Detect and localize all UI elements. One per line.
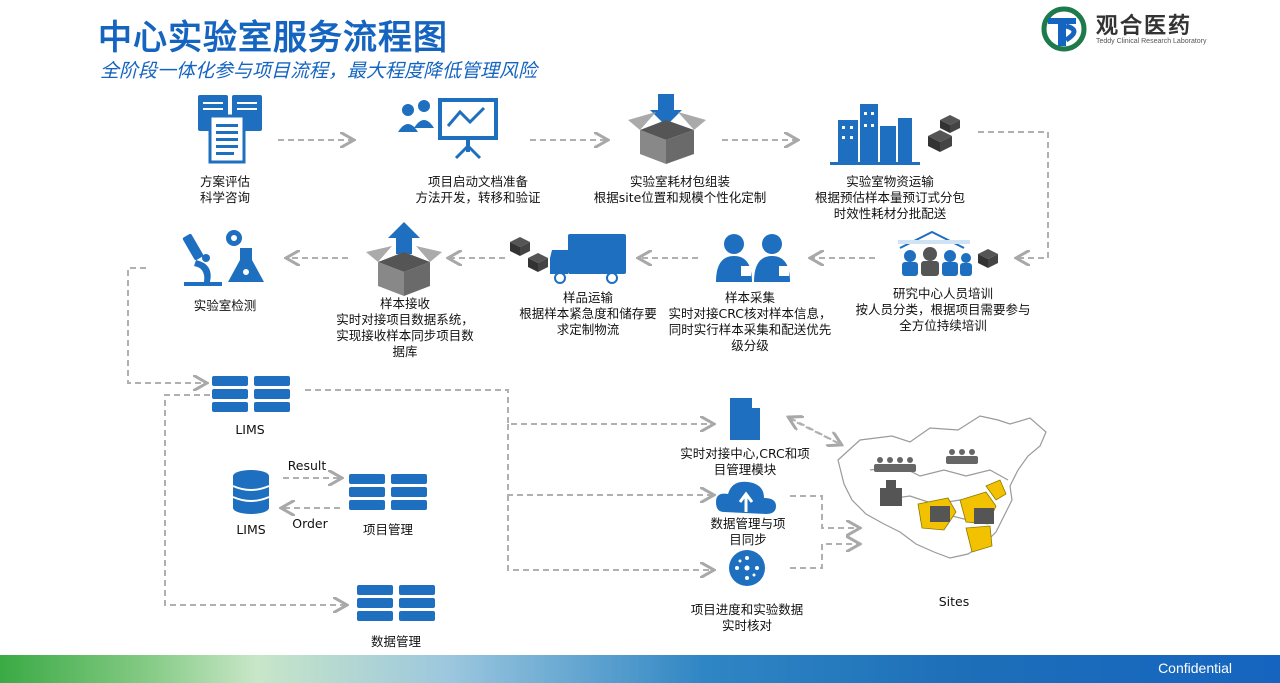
step-8-line4: 据库: [392, 344, 418, 359]
page-subtitle: 全阶段一体化参与项目流程，最大程度降低管理风险: [100, 60, 538, 82]
data-sync-icon: [729, 550, 765, 586]
document-icon: [730, 398, 760, 440]
company-logo: [1038, 6, 1228, 52]
data-mgmt-label: 数据管理: [370, 634, 421, 649]
step-3-line2: 根据site位置和规模个性化定制: [593, 190, 767, 205]
package-icon: [940, 115, 960, 133]
footer-bar: [0, 655, 1280, 683]
documents-icon: [198, 95, 262, 164]
confidential-label: Confidential: [1158, 660, 1232, 676]
server-icon: [357, 585, 435, 621]
arrow-module3-map: [790, 544, 858, 569]
arrow-lims-module1: [305, 389, 712, 424]
arrow-4-5: [978, 131, 1049, 258]
lims-top-label: LIMS: [235, 422, 265, 437]
step-8-line3: 实现接收样本同步项目数: [336, 328, 474, 343]
module-3-line2: 实时核对: [721, 618, 772, 633]
step-6-line3: 同时实行样本采集和配送优先: [668, 322, 832, 337]
module-2-line1: 数据管理与项: [710, 516, 786, 531]
package-icon: [928, 130, 952, 152]
module-1-line1: 实时对接中心,CRC和项: [680, 446, 810, 461]
step-9-line1: 实验室检测: [193, 298, 257, 313]
step-4-label: 实验室物资运输 根据预估样本量预订式分包 时效性耗材分批配送: [790, 174, 990, 222]
microscope-icon: [182, 233, 222, 286]
box-download-icon: [628, 94, 706, 164]
module-2-line2: 目同步: [729, 532, 767, 547]
module-3-label: 项目进度和实验数据 实时核对: [672, 602, 822, 634]
step-7-line1: 样品运输: [562, 290, 613, 305]
step-4-line3: 时效性耗材分批配送: [833, 206, 947, 221]
step-7-line2: 根据样本紧急度和储存要: [519, 306, 657, 321]
server-icon: [349, 474, 427, 510]
buildings-icon: [830, 104, 920, 165]
project-mgmt-label: 项目管理: [362, 522, 413, 537]
map-people-icon: [874, 449, 978, 472]
step-1-label: 方案评估 科学咨询: [160, 174, 290, 206]
package-icon: [528, 253, 548, 272]
flask-icon: [226, 230, 264, 282]
step-5-line1: 研究中心人员培训: [892, 286, 993, 301]
step-6-line4: 级分级: [731, 338, 769, 353]
step-5-line3: 全方位持续培训: [899, 318, 987, 333]
arrow-lims-data: [164, 394, 345, 605]
step-2-label: 项目启动文档准备 方法开发，转移和验证: [378, 174, 578, 206]
logo-name: 观合医药: [1096, 14, 1193, 39]
order-label: Order: [292, 516, 328, 531]
step-1-line2: 科学咨询: [199, 190, 250, 205]
package-icon: [510, 237, 530, 256]
presentation-icon: [398, 98, 498, 160]
step-9-label: 实验室检测: [170, 298, 280, 314]
cloud-upload-icon: [716, 481, 776, 514]
lims-left-label: LIMS: [236, 522, 266, 537]
package-icon: [978, 249, 998, 268]
step-3-label: 实验室耗材包组装 根据site位置和规模个性化定制: [570, 174, 790, 206]
truck-icon: [550, 234, 626, 284]
result-label: Result: [287, 458, 327, 473]
site-hospital-icon: [880, 480, 994, 524]
server-icon: [212, 376, 290, 412]
step-8-line1: 样本接收: [379, 296, 430, 311]
step-1-line1: 方案评估: [199, 174, 250, 189]
module-3-line1: 项目进度和实验数据: [690, 602, 804, 617]
step-3-line1: 实验室耗材包组装: [629, 174, 730, 189]
box-upload-icon: [366, 222, 442, 296]
module-2-label: 数据管理与项 目同步: [690, 516, 806, 548]
step-6-line1: 样本采集: [724, 290, 775, 305]
step-6-label: 样本采集 实时对接CRC核对样本信息， 同时实行样本采集和配送优先 级分级: [660, 290, 840, 354]
staff-icon: [716, 234, 790, 282]
china-map: [837, 415, 1047, 559]
step-5-line2: 按人员分类，根据项目需要参与: [855, 302, 1031, 317]
step-8-label: 样本接收 实时对接项目数据系统， 实现接收样本同步项目数 据库: [320, 296, 490, 360]
step-4-line1: 实验室物资运输: [846, 174, 934, 189]
logo-mark-icon: [1041, 6, 1087, 52]
step-6-line2: 实时对接CRC核对样本信息，: [668, 306, 832, 321]
training-group-icon: [898, 230, 972, 276]
step-8-line2: 实时对接项目数据系统，: [336, 312, 474, 327]
step-7-label: 样品运输 根据样本紧急度和储存要 求定制物流: [508, 290, 668, 338]
module-1-line2: 目管理模块: [713, 462, 777, 477]
module-1-label: 实时对接中心,CRC和项 目管理模块: [670, 446, 820, 478]
step-4-line2: 根据预估样本量预订式分包: [814, 190, 965, 205]
sites-label: Sites: [938, 594, 970, 609]
arrow-module2-map: [790, 495, 858, 528]
step-5-label: 研究中心人员培训 按人员分类，根据项目需要参与 全方位持续培训: [838, 286, 1048, 334]
page-title: 中心实验室服务流程图: [98, 18, 448, 58]
step-7-line3: 求定制物流: [556, 322, 620, 337]
step-2-line1: 项目启动文档准备: [427, 174, 528, 189]
arrow-module1-map: [787, 417, 840, 444]
logo-subtitle: Teddy Clinical Research Laboratory: [1096, 38, 1207, 45]
arrow-9-lims: [127, 267, 205, 383]
database-icon: [232, 470, 270, 514]
step-2-line2: 方法开发，转移和验证: [415, 190, 541, 205]
